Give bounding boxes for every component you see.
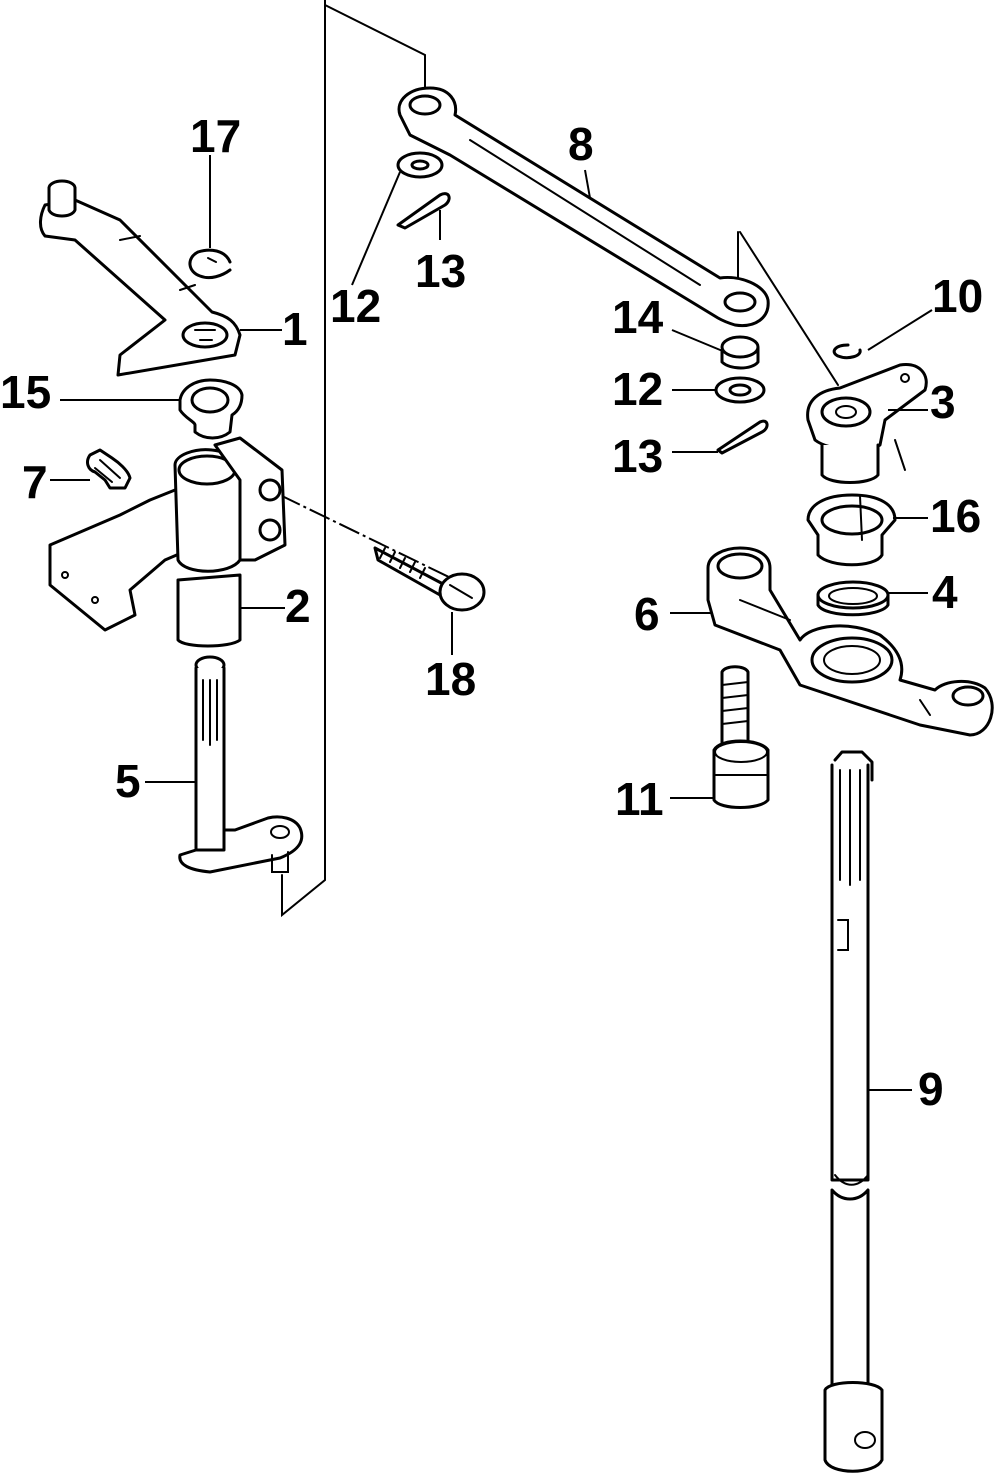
callout-12-upper: 12 [330,280,381,332]
part-14-collar [720,335,760,370]
callout-4: 4 [932,566,958,618]
callout-5: 5 [115,755,141,807]
part-7-grease-fitting [86,448,132,490]
part-13-cotter-pin-lower [716,419,769,455]
callout-10: 10 [932,270,983,322]
callout-1: 1 [282,303,308,355]
part-17-e-clip [188,248,232,280]
callout-labels: 17 1 15 7 2 5 18 8 12 13 10 14 12 13 3 1… [0,110,983,1115]
callout-18: 18 [425,653,476,705]
callout-3: 3 [930,376,956,428]
callout-8: 9 [918,1063,944,1115]
part-8-long-shaft [823,750,884,1473]
callout-11: 11 [615,773,664,825]
callout-6: 6 [634,588,660,640]
callout-7: 7 [22,456,48,508]
part-5-splined-shaft [178,655,304,874]
callout-17: 17 [190,110,241,162]
part-18-bolt [373,546,486,612]
part-10-snap-ring [832,343,862,360]
callout-13-lower: 13 [612,430,663,482]
part-12-washer-upper [396,151,444,179]
callout-12-lower: 12 [612,363,663,415]
part-3-lever-hub [806,363,928,484]
part-12-washer-lower [714,376,766,404]
callout-2: 2 [285,580,311,632]
part-13-cotter-pin-upper [396,192,451,230]
callout-9: 8 [568,118,594,170]
callout-16: 16 [930,490,981,542]
part-6-arm [706,546,994,737]
part-11-bolt [712,665,770,809]
part-2-bracket-housing [48,436,287,648]
part-9-link-rod [397,86,770,328]
part-16-bushing [806,493,897,567]
part-15-bushing [178,378,244,440]
reference-lines [279,0,839,918]
callout-15: 15 [0,366,51,418]
part-4-ring [816,580,890,617]
leader-lines [50,155,933,1091]
callout-14: 14 [612,291,664,343]
part-1-lever-arm [39,179,242,377]
callout-13-upper: 13 [415,245,466,297]
